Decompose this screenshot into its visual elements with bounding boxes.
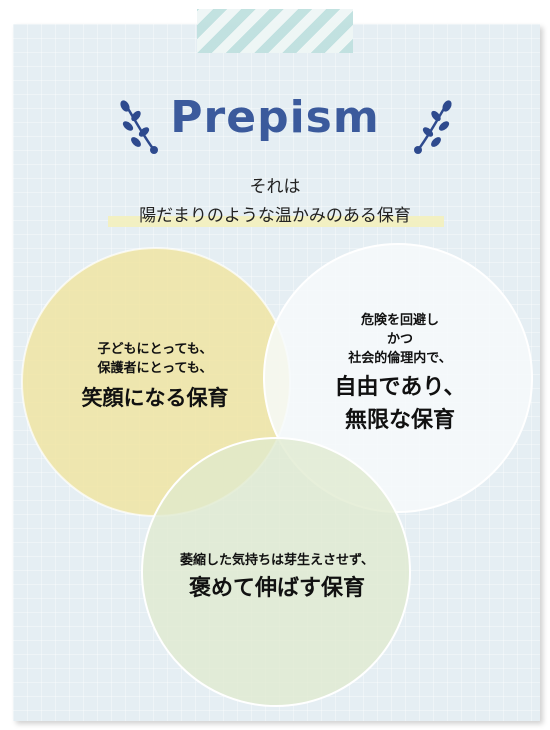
tagline-highlight [108,216,444,227]
venn-circle-right [263,243,533,513]
right-circle-headline2: 無限な保育 [344,408,455,433]
right-circle-line2: かつ [386,332,413,347]
right-circle-headline1: 自由であり、 [334,375,466,400]
venn-circle-bottom [141,437,411,707]
right-circle-line3: 社会的倫理内で、 [348,351,452,366]
left-circle-line2: 保護者にとっても、 [97,361,213,376]
tagline-line1: それは [249,177,301,197]
page-title: Prepism [170,92,380,143]
left-circle-headline: 笑顔になる保育 [81,386,229,410]
leaf-sprig-icon [414,100,452,154]
right-circle-line1: 危険を回避し [360,313,439,328]
bottom-circle-line1: 萎縮した気持ちは芽生えさせず、 [179,553,375,568]
leaf-sprig-icon [120,100,158,154]
left-circle-line1: 子どもにとっても、 [97,342,213,357]
tagline-line2: 陽だまりのような温かみのある保育 [139,206,411,226]
bottom-circle-headline: 褒めて伸ばす保育 [188,576,365,601]
masking-tape [197,9,353,53]
